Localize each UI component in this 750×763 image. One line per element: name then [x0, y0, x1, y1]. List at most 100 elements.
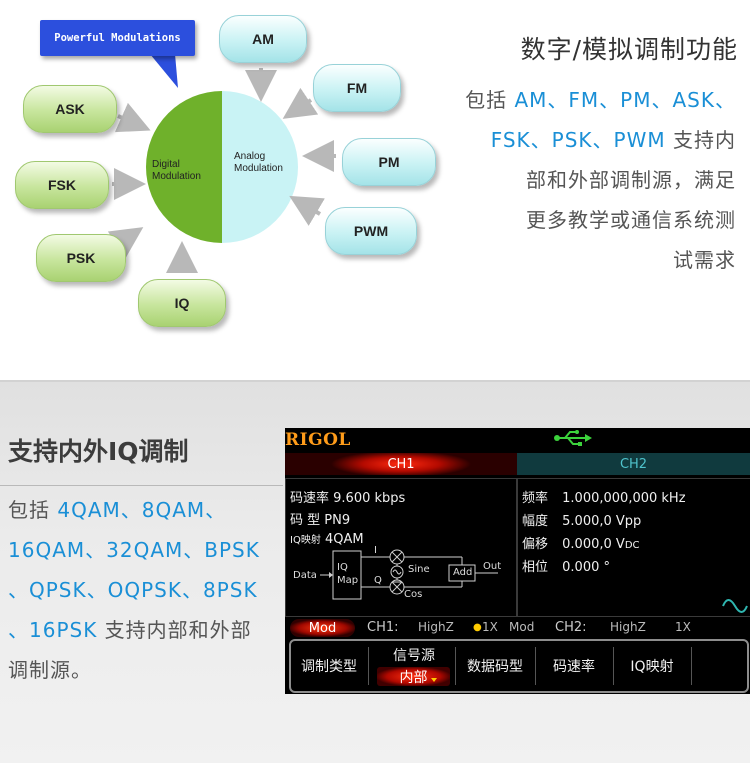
- softkey-menu: 调制类型 信号源 内部 数据码型 码速率 IQ映射: [289, 639, 749, 693]
- out-label: Out: [483, 561, 502, 572]
- amp-value: 5.000,0 Vpp: [562, 514, 642, 529]
- menu-iq-map[interactable]: IQ映射: [630, 659, 674, 675]
- desc-line-5: 试需求: [673, 248, 736, 272]
- tab-ch2[interactable]: CH2: [517, 453, 750, 475]
- iq-modulation-title: 支持内外IQ调制: [8, 437, 189, 466]
- modulation-panel: 码速率 9.600 kbps 码 型 PN9 IQ映射 4QAM: [285, 478, 517, 617]
- desc-line-2: FSK、PSK、PWM 支持内: [451, 120, 736, 160]
- desc-line-1: 包括 AM、FM、PM、ASK、: [451, 80, 736, 120]
- analog-digital-title: 数字/模拟调制功能: [520, 35, 738, 64]
- node-ask: ASK: [23, 85, 117, 133]
- digital-modulation-label: Digital Modulation: [152, 159, 201, 183]
- data-label: Data: [293, 570, 317, 581]
- iq-block-diagram: [320, 549, 498, 600]
- generator-screen: RIGOL CH1 CH2 码速率 9.600 kbps 码 型 PN9 IQ映…: [285, 428, 750, 694]
- menu-divider: [691, 647, 692, 685]
- analog-digital-description: 包括 AM、FM、PM、ASK、 FSK、PSK、PWM 支持内 部和外部调制源…: [451, 80, 736, 280]
- status-ch1-mod: Mod: [509, 620, 535, 634]
- offset-row[interactable]: 偏移 0.000,0 VDC: [522, 533, 640, 552]
- iq-map-row: IQ映射 4QAM: [290, 531, 364, 547]
- i-label: I: [374, 545, 377, 556]
- section-divider: [0, 380, 750, 382]
- offset-label: 偏移: [522, 537, 549, 552]
- phase-row[interactable]: 相位 0.000 °: [522, 556, 610, 575]
- phase-label: 相位: [522, 560, 549, 575]
- code-label: 码 型: [290, 513, 321, 528]
- node-pm: PM: [342, 138, 436, 186]
- rate-row: 码速率 9.600 kbps: [290, 487, 405, 506]
- freq-row[interactable]: 频率 1.000,000,000 kHz: [522, 487, 686, 506]
- analog-label-line1: Analog: [234, 151, 266, 162]
- iq-line-4: 、16PSK 支持内部和外部: [8, 610, 283, 650]
- offset-value: 0.000,0 V: [562, 537, 625, 552]
- iq-text: 包括: [8, 498, 58, 522]
- freq-label: 频率: [522, 491, 549, 506]
- status-ch1: CH1:: [367, 620, 399, 635]
- digital-half: [146, 91, 222, 243]
- desc-line-4: 更多教学或通信系统测: [526, 208, 736, 232]
- desc-text: 支持内: [665, 128, 736, 152]
- map-block-label: Map: [337, 575, 359, 586]
- menu-divider: [535, 647, 536, 685]
- digital-label-line1: Digital: [152, 159, 180, 170]
- cos-label: Cos: [404, 589, 423, 600]
- offset-unit: DC: [624, 540, 640, 551]
- node-psk: PSK: [36, 234, 126, 282]
- desc-text: 包括: [465, 88, 515, 112]
- node-fsk: FSK: [15, 161, 109, 209]
- iq-line-2: 16QAM、32QAM、BPSK: [8, 538, 260, 562]
- menu-signal-source-label: 信号源: [393, 648, 435, 664]
- menu-empty-key[interactable]: [692, 641, 744, 691]
- menu-code-rate[interactable]: 码速率: [553, 659, 595, 675]
- phase-value: 0.000 °: [562, 560, 611, 575]
- rate-label: 码速率: [290, 491, 330, 506]
- status-ch2: CH2:: [555, 620, 587, 635]
- analog-modulation-label: Analog Modulation: [234, 151, 283, 175]
- iq-text: 支持内部和外部: [97, 618, 252, 642]
- diagram-graphics: [107, 54, 336, 273]
- desc-line-3: 部和外部调制源，满足: [526, 168, 736, 192]
- amp-label: 幅度: [522, 514, 549, 529]
- analog-label-line2: Modulation: [234, 163, 283, 174]
- amp-row[interactable]: 幅度 5.000,0 Vpp: [522, 510, 641, 529]
- add-label: Add: [453, 567, 473, 578]
- code-value: PN9: [324, 513, 351, 528]
- q-label: Q: [374, 575, 382, 586]
- dropdown-arrow-icon: [431, 678, 437, 682]
- freq-value: 1.000,000,000 kHz: [562, 491, 686, 506]
- arrow-fm: [282, 87, 319, 119]
- digital-label-line2: Modulation: [152, 171, 201, 182]
- iq-map-value: 4QAM: [324, 532, 364, 547]
- status-ch2-x: 1X: [675, 620, 691, 634]
- tab-ch1[interactable]: CH1: [285, 453, 517, 475]
- channel-params-panel: 频率 1.000,000,000 kHz 幅度 5.000,0 Vpp 偏移 0…: [517, 478, 750, 617]
- iq-highlight: 4QAM、8QAM、: [57, 498, 227, 522]
- desc-highlight: AM、FM、PM、ASK、: [514, 88, 736, 112]
- menu-mod-type[interactable]: 调制类型: [301, 659, 357, 675]
- iq-line-5: 调制源。: [8, 658, 92, 682]
- mod-indicator: Mod: [290, 619, 355, 637]
- node-am: AM: [219, 15, 307, 63]
- iq-map-label: IQ映射: [290, 535, 321, 546]
- iq-modulation-description: 包括 4QAM、8QAM、 16QAM、32QAM、BPSK 、QPSK、OQP…: [8, 490, 283, 690]
- menu-data-code[interactable]: 数据码型: [467, 659, 523, 675]
- desc-highlight: FSK、PSK、PWM: [490, 128, 666, 152]
- menu-signal-source[interactable]: 内部: [377, 667, 450, 686]
- analog-half: [222, 91, 298, 243]
- iq-line-3: 、QPSK、OQPSK、8PSK: [8, 578, 258, 602]
- title-rule: [0, 485, 283, 486]
- iq-highlight: 、16PSK: [8, 618, 98, 642]
- menu-divider: [455, 647, 456, 685]
- status-ch2-impedance: HighZ: [610, 620, 646, 634]
- usb-icon: [554, 430, 592, 446]
- rigol-logo: RIGOL: [285, 430, 351, 450]
- node-fm: FM: [313, 64, 401, 112]
- code-row: 码 型 PN9: [290, 509, 350, 528]
- sine-label: Sine: [408, 564, 430, 575]
- menu-divider: [613, 647, 614, 685]
- menu-divider: [368, 647, 369, 685]
- callout-tail: [150, 54, 178, 88]
- status-bar: Mod CH1: HighZ ● 1X Mod CH2: HighZ 1X: [285, 619, 750, 637]
- arrow-ask: [114, 102, 151, 133]
- status-ch1-impedance: HighZ: [418, 620, 454, 634]
